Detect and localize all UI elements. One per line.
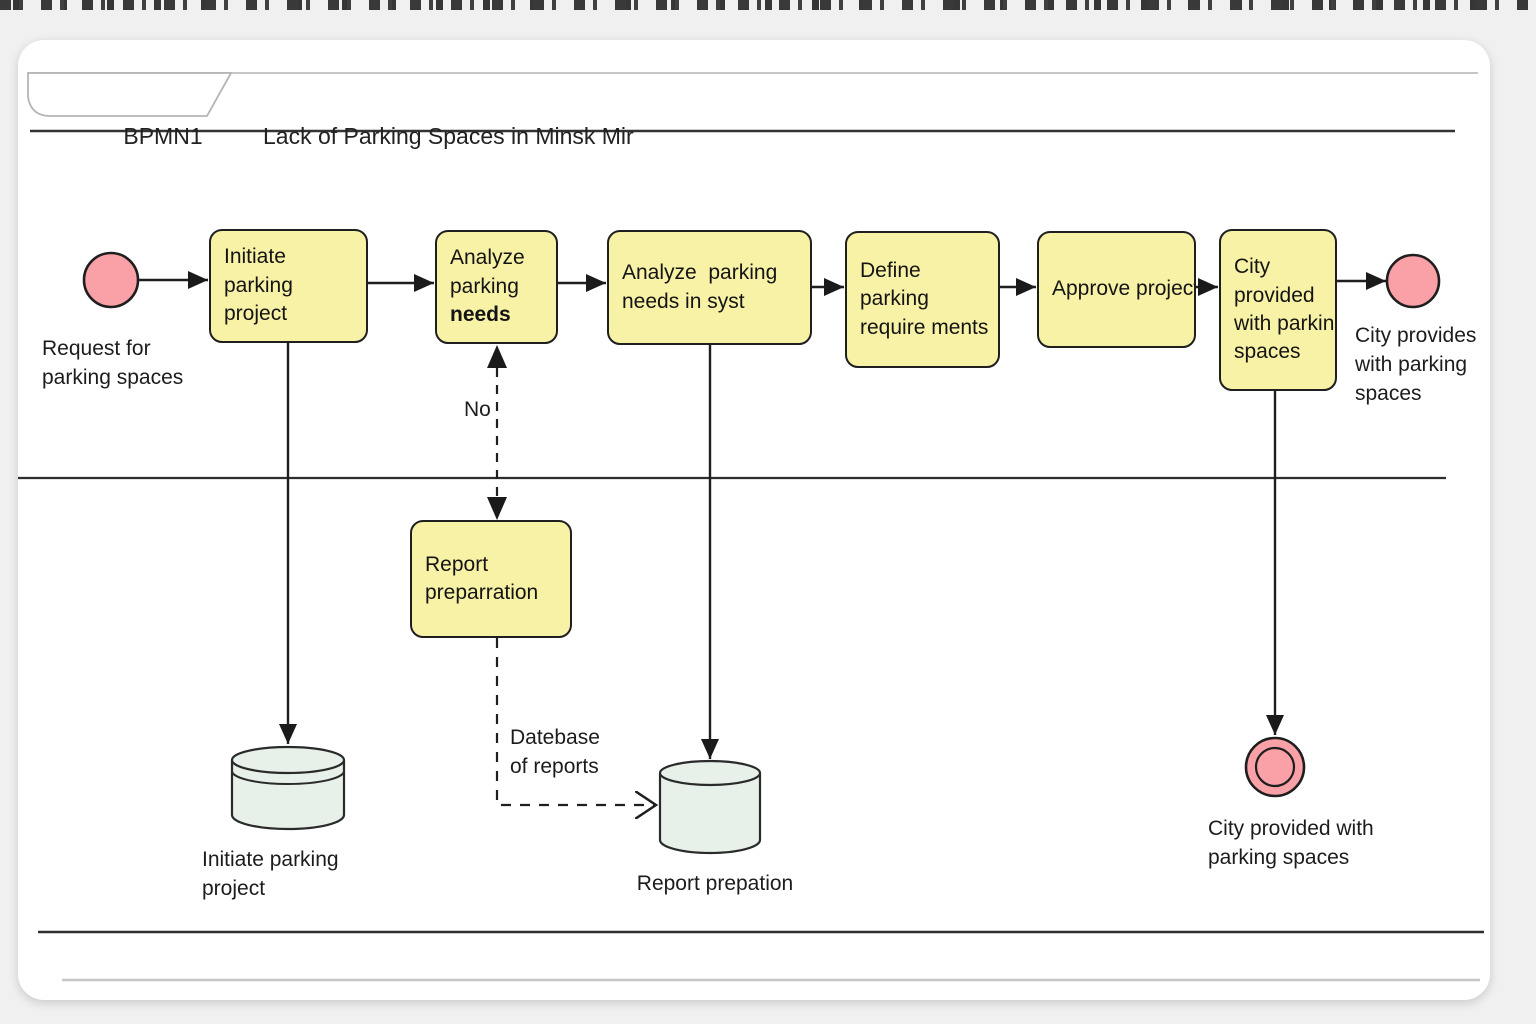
task-label: Analyze parking needs — [450, 244, 548, 329]
diagram-title: Lack of Parking Spaces in Minsk Mir — [263, 123, 634, 149]
task-label: Approve project — [1052, 277, 1196, 301]
diagram-connector-layer — [18, 72, 1484, 982]
task-analyze-parking-needs[interactable]: Analyze parking needs — [435, 230, 558, 344]
database-of-reports-label: Datebase of reports — [510, 726, 600, 778]
task-define-parking-requirements[interactable]: Define parking require ments — [845, 231, 1000, 368]
header-tab-label[interactable]: BPMN1 — [123, 123, 203, 149]
task-label: Report preparration — [425, 552, 539, 604]
end-event-top-label: City provides with parking spaces — [1355, 324, 1477, 405]
task-label-regular: Analyze parking — [450, 246, 531, 298]
end-event-bottom-inner-ring — [1254, 746, 1296, 788]
task-report-preparation[interactable]: Report preparration — [410, 520, 572, 638]
task-label: City provided with parking spaces — [1234, 255, 1335, 364]
datastore-reports-label: Report prepation — [636, 872, 794, 895]
end-event-bottom-circle[interactable] — [1244, 736, 1306, 798]
datastore-initiate-cylinder[interactable] — [230, 745, 346, 831]
start-event-label: Request for parking spaces — [42, 337, 184, 389]
task-analyze-parking-needs-in-syst[interactable]: Analyze parking needs in syst — [607, 230, 812, 345]
task-label-bold: needs — [450, 303, 511, 327]
task-label: Analyze parking needs in syst — [622, 261, 778, 313]
dashed-flow-down-arrowhead — [487, 497, 507, 520]
task-label: Define parking require ments — [860, 258, 989, 339]
top-edge-artifact — [0, 0, 1536, 10]
diagram-canvas: BPMN1 Lack of Parking Spaces in Minsk Mi… — [18, 40, 1490, 1000]
end-event-top-circle[interactable] — [1385, 253, 1441, 309]
task-city-provided-with-parking-spaces[interactable]: City provided with parking spaces — [1219, 229, 1337, 391]
end-event-bottom-label: City provided with parking spaces — [1208, 817, 1374, 869]
task-initiate-parking-project[interactable]: Initiate parking project — [209, 229, 368, 343]
task-label: Initiate parking project — [224, 245, 293, 326]
dashed-flow-up-arrowhead — [487, 345, 507, 368]
task-approve-project[interactable]: Approve project — [1037, 231, 1196, 348]
datastore-reports-cylinder[interactable] — [658, 759, 762, 855]
header-tab-shape — [27, 72, 233, 117]
start-event-circle[interactable] — [82, 251, 140, 309]
no-branch-label: No — [464, 398, 491, 421]
dashed-flow-report-to-datastore[interactable] — [495, 638, 656, 805]
datastore-initiate-label: Initiate parking project — [202, 848, 339, 900]
